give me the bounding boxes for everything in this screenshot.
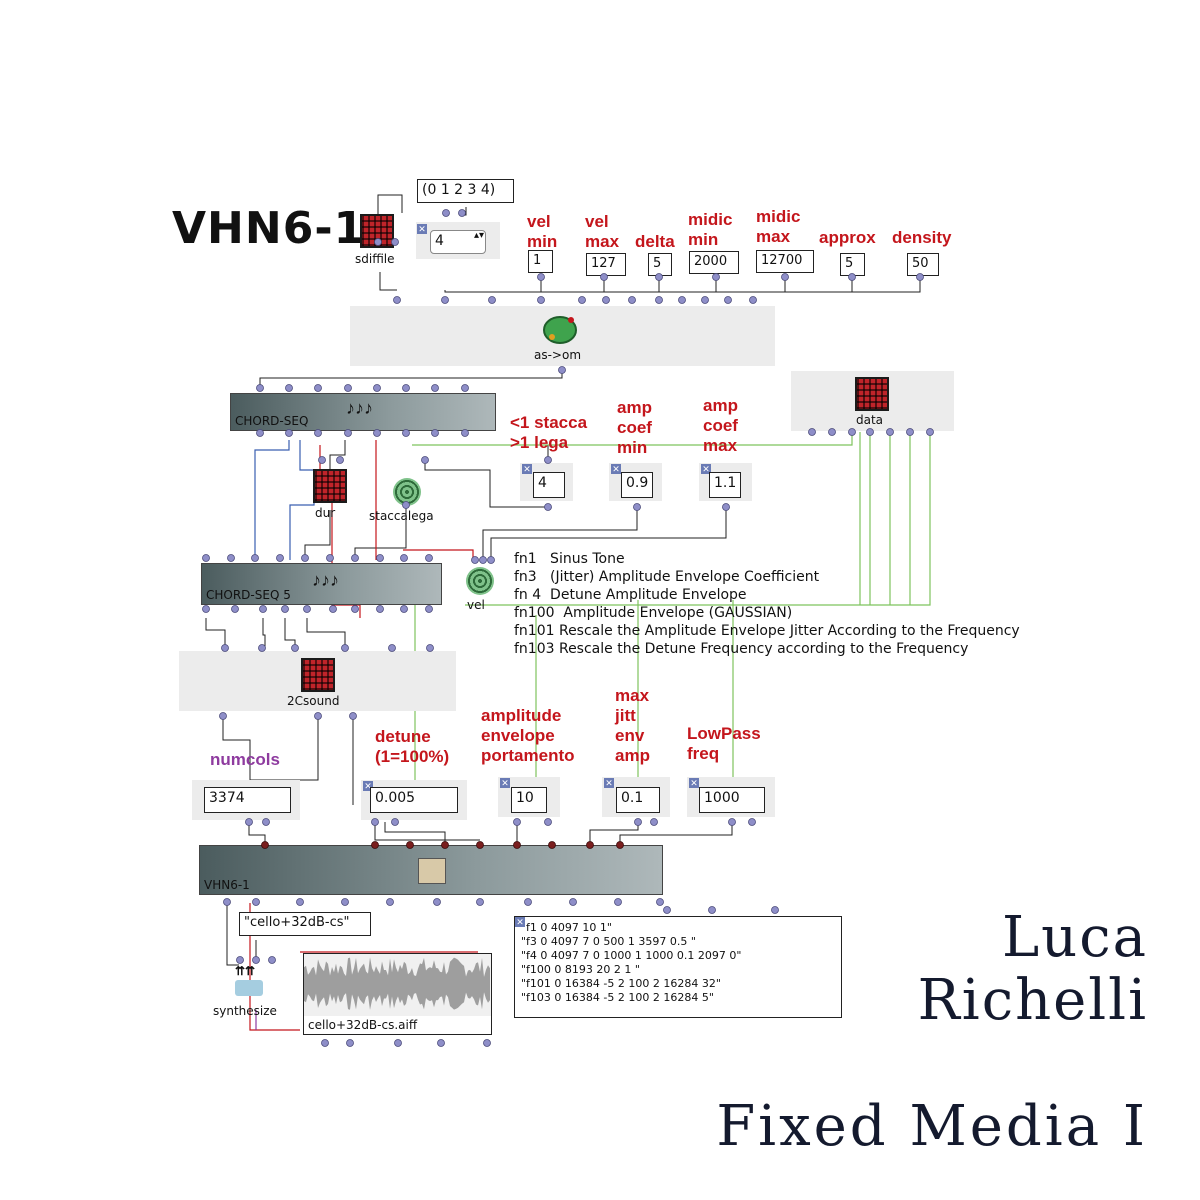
dur-label: dur — [315, 506, 336, 520]
param-field[interactable]: 50 — [907, 253, 939, 276]
param-label: midic min — [688, 210, 733, 249]
param-field[interactable]: 127 — [586, 253, 626, 276]
param-label: density — [892, 228, 952, 247]
csound-line: "f101 0 16384 -5 2 100 2 16284 32" — [521, 977, 721, 990]
close-icon[interactable]: ✕ — [363, 781, 373, 791]
staccalega-label: staccalega — [369, 509, 434, 523]
param-field[interactable]: 5 — [840, 253, 865, 276]
param-label: vel max — [585, 212, 620, 251]
arrow-up-icon: ⇈⇈ — [235, 964, 256, 978]
csound-line: "f3 0 4097 7 0 500 1 3597 0.5 " — [521, 935, 696, 948]
close-icon[interactable]: ✕ — [515, 917, 525, 927]
param-label: LowPass freq — [687, 724, 761, 763]
fn-description: fn1 Sinus Tone — [514, 551, 625, 567]
stepper-field[interactable]: 4 ▴▾ — [430, 230, 486, 254]
sound-file-label: cello+32dB-cs.aiff — [308, 1018, 418, 1032]
fn-description: fn103 Rescale the Detune Frequency accor… — [514, 641, 969, 657]
chord-seq-5-box[interactable]: CHORD-SEQ 5 ♪♪♪ — [201, 563, 442, 605]
chord-seq-box[interactable]: CHORD-SEQ ♪♪♪ — [230, 393, 496, 431]
bug-icon — [543, 316, 577, 344]
csound-line: "f4 0 4097 7 0 1000 1 1000 0.1 2097 0" — [521, 949, 742, 962]
param-label: delta — [635, 232, 675, 251]
notes-icon: ♪♪♪ — [312, 570, 339, 590]
dur-grid-icon[interactable] — [313, 469, 347, 503]
param-label: approx — [819, 228, 876, 247]
data-grid-icon — [855, 377, 889, 411]
vel-spiral-icon[interactable] — [466, 567, 494, 595]
page-title: VHN6-1 — [172, 203, 366, 254]
close-icon[interactable]: ✕ — [604, 778, 614, 788]
close-icon[interactable]: ✕ — [689, 778, 699, 788]
close-icon[interactable]: ✕ — [522, 464, 532, 474]
param-label: detune (1=100%) — [375, 727, 450, 766]
fn-description: fn100 Amplitude Envelope (GAUSSIAN) — [514, 605, 793, 621]
param-field[interactable]: 1.1 — [709, 472, 741, 498]
synth-icon[interactable]: ⇈⇈ — [231, 964, 267, 1000]
stepper-value: 4 — [435, 233, 444, 249]
param-field[interactable]: 12700 — [756, 250, 814, 273]
tool-icon — [418, 858, 446, 884]
list-field[interactable]: (0 1 2 3 4) — [417, 179, 514, 203]
stepper-arrows-icon[interactable]: ▴▾ — [474, 230, 485, 241]
as-om-label: as->om — [534, 348, 582, 362]
param-field[interactable]: 1 — [528, 250, 553, 273]
staccalega-spiral-icon[interactable] — [393, 478, 421, 506]
vhn6-1-label: VHN6-1 — [204, 878, 250, 892]
param-field[interactable]: 4 — [533, 472, 565, 498]
param-label: numcols — [210, 750, 280, 769]
param-field[interactable]: 2000 — [689, 251, 739, 274]
fn-description-list: fn1 Sinus Tone fn3 (Jitter) Amplitude Env… — [514, 550, 1020, 658]
param-label: amp coef max — [703, 396, 738, 455]
param-label: max jitt env amp — [615, 686, 650, 765]
waveform-icon — [304, 954, 491, 1016]
close-icon[interactable]: ✕ — [417, 224, 427, 234]
param-field[interactable]: 0.9 — [621, 472, 653, 498]
csound-line: "f1 0 4097 10 1" — [521, 921, 612, 934]
sdiffile-label: sdiffile — [355, 252, 395, 266]
album-title: Fixed Media I — [716, 1094, 1148, 1159]
author-first-name: Luca — [1001, 905, 1148, 970]
param-label: amplitude envelope portamento — [481, 706, 575, 765]
param-field[interactable]: 10 — [511, 787, 547, 813]
sdiffile-grid-icon[interactable] — [360, 214, 394, 248]
filename-string-field[interactable]: "cello+32dB-cs" — [239, 912, 371, 936]
param-field[interactable]: 5 — [648, 253, 672, 276]
chord-seq-label: CHORD-SEQ — [235, 414, 309, 428]
vhn6-1-box[interactable]: VHN6-1 — [199, 845, 663, 895]
param-label: amp coef min — [617, 398, 652, 457]
param-field[interactable]: 3374 — [204, 787, 291, 813]
param-label: vel min — [527, 212, 558, 251]
synthesize-label: synthesize — [213, 1004, 277, 1018]
close-icon[interactable]: ✕ — [611, 464, 621, 474]
vel-label: vel — [467, 598, 485, 612]
param-label: midic max — [756, 207, 801, 246]
chord-seq-5-label: CHORD-SEQ 5 — [206, 588, 291, 602]
synth-base-icon — [235, 980, 263, 996]
2csound-grid-icon — [301, 658, 335, 692]
param-field[interactable]: 0.005 — [370, 787, 458, 813]
param-field[interactable]: 0.1 — [616, 787, 660, 813]
param-field[interactable]: 1000 — [699, 787, 765, 813]
author-last-name: Richelli — [917, 968, 1148, 1033]
csound-score-field[interactable]: "f1 0 4097 10 1""f3 0 4097 7 0 500 1 359… — [514, 916, 842, 1018]
fn-description: fn 4 Detune Amplitude Envelope — [514, 587, 747, 603]
close-icon[interactable]: ✕ — [500, 778, 510, 788]
sound-file-box[interactable]: cello+32dB-cs.aiff — [303, 953, 492, 1035]
data-label: data — [856, 413, 884, 427]
close-icon[interactable]: ✕ — [701, 464, 711, 474]
fn-description: fn101 Rescale the Amplitude Envelope Jit… — [514, 623, 1020, 639]
2csound-label: 2Csound — [287, 694, 340, 708]
csound-line: "f100 0 8193 20 2 1 " — [521, 963, 640, 976]
notes-icon: ♪♪♪ — [346, 398, 373, 418]
csound-line: "f103 0 16384 -5 2 100 2 16284 5" — [521, 991, 714, 1004]
fn-description: fn3 (Jitter) Amplitude Envelope Coeffici… — [514, 569, 820, 585]
param-label: <1 stacca >1 lega — [510, 413, 588, 452]
